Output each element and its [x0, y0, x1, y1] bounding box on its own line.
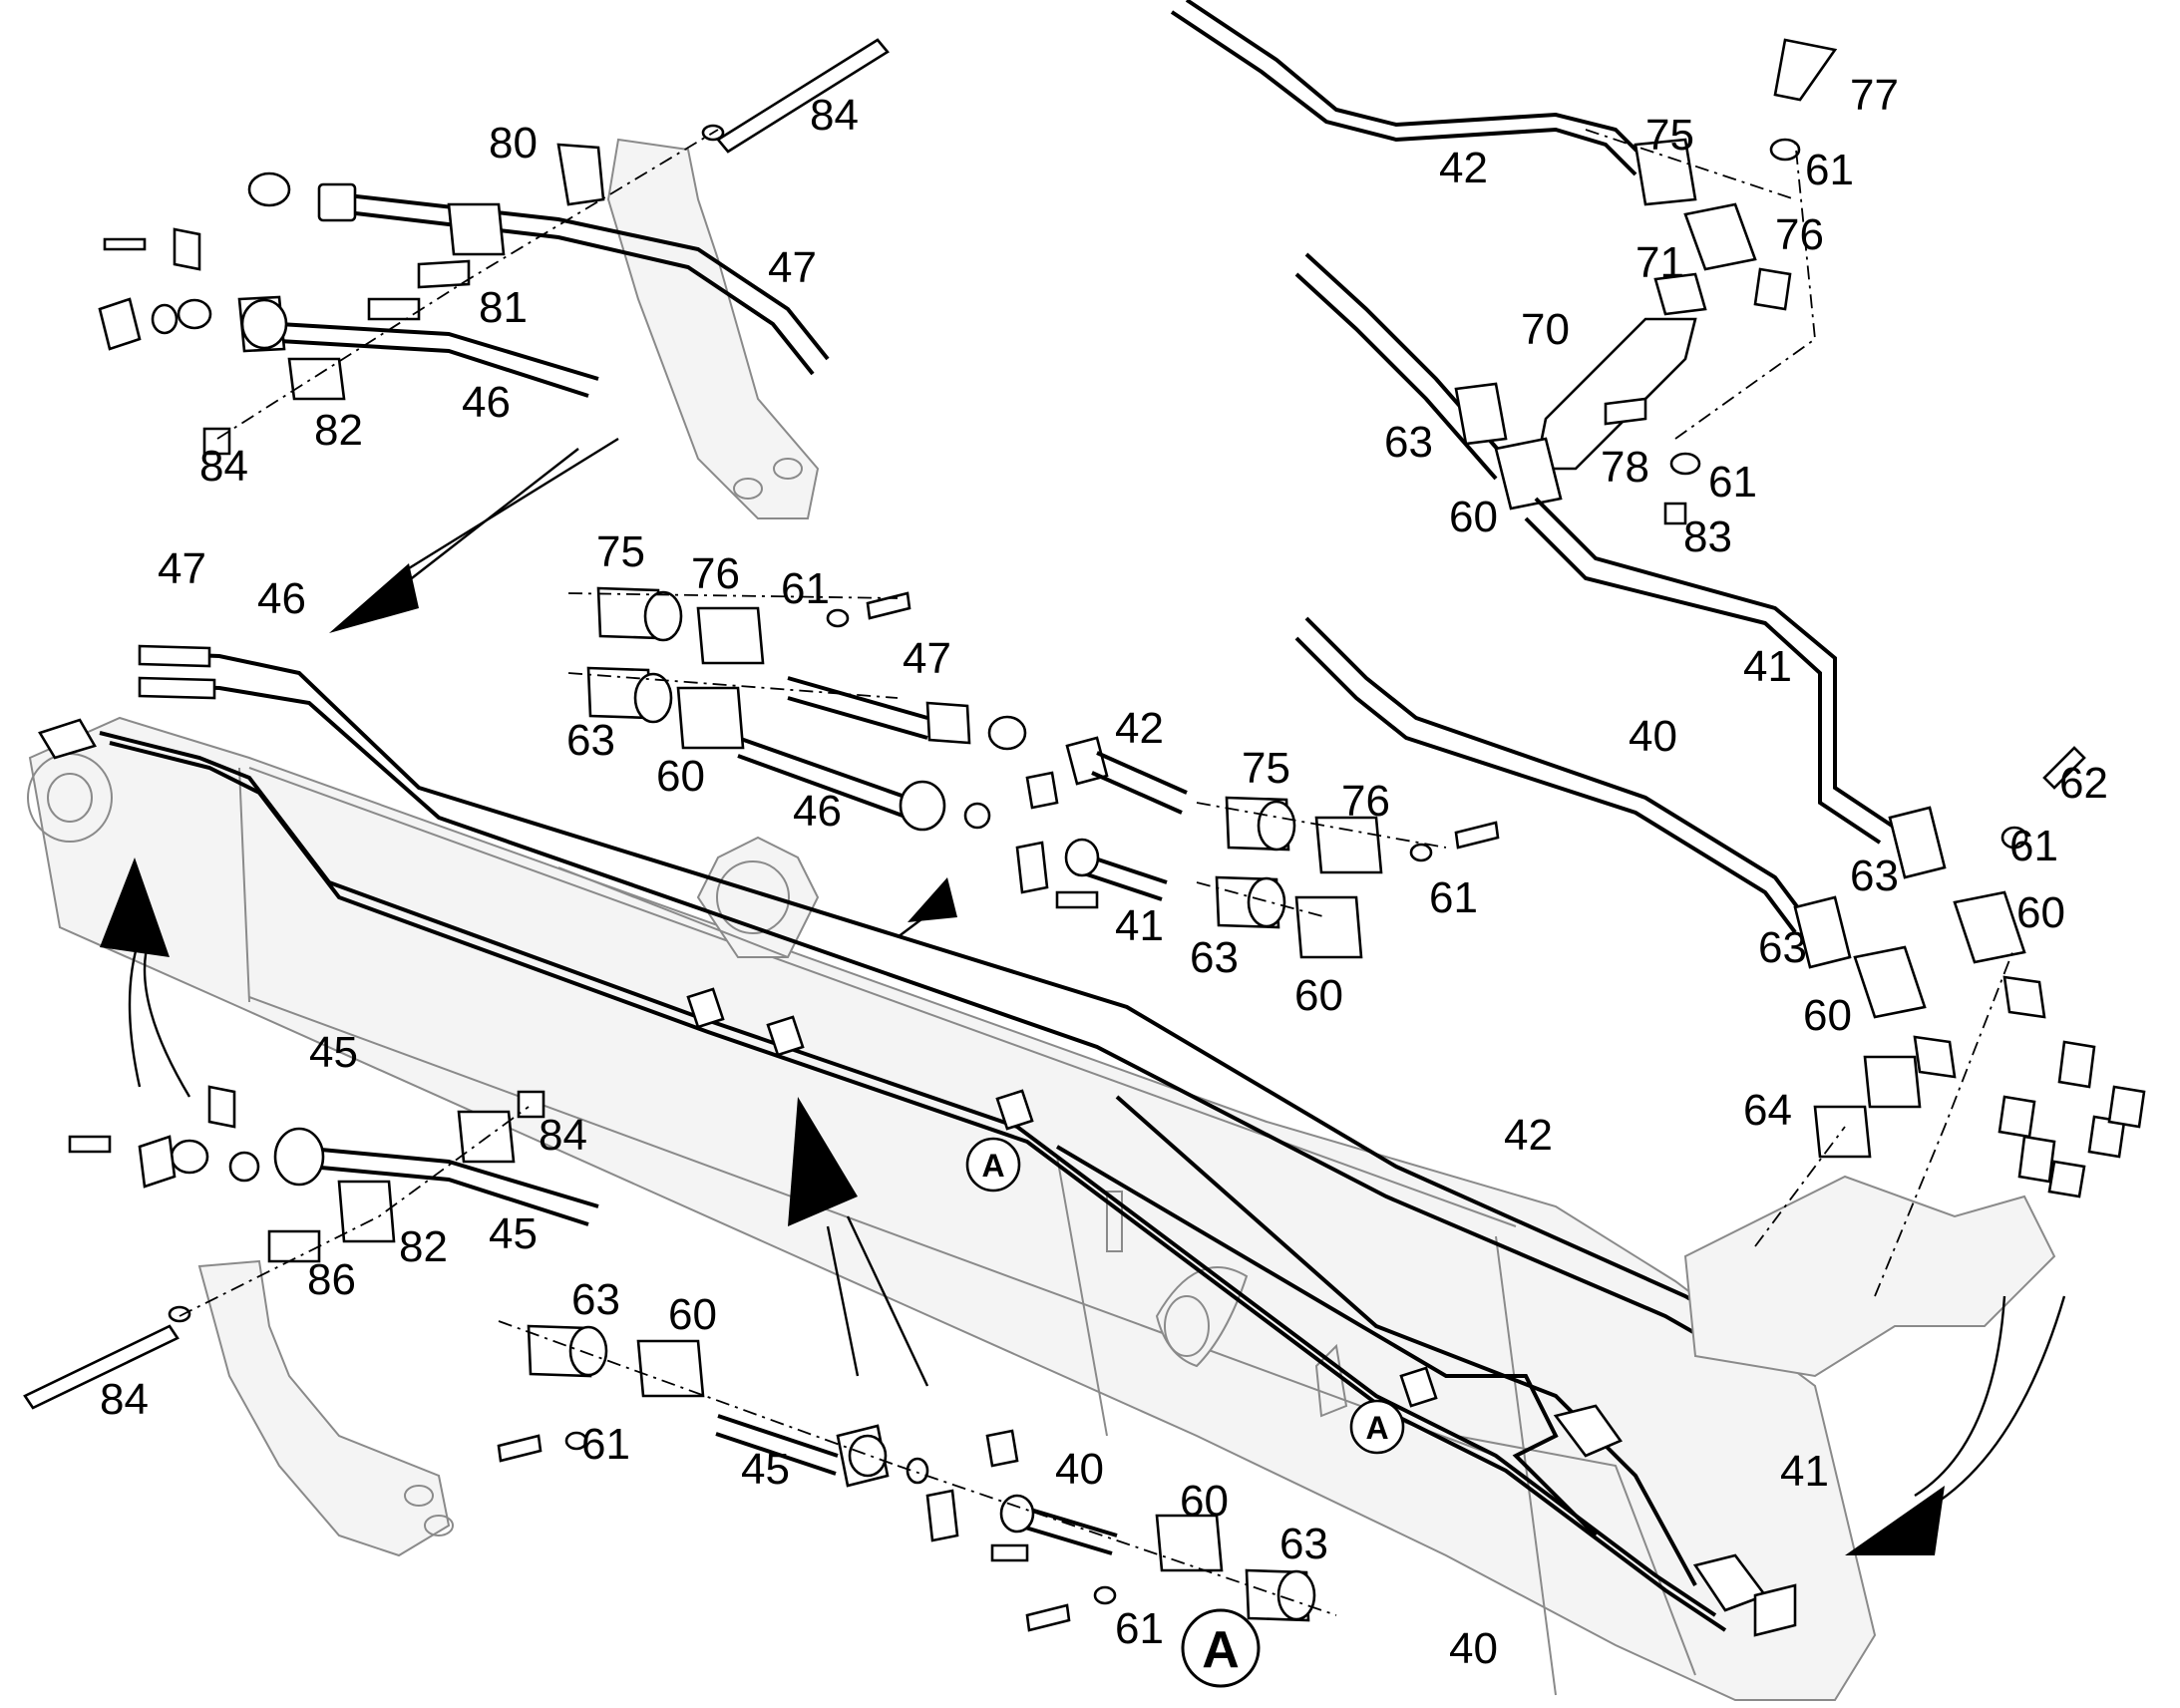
callout-40: 40: [1449, 1624, 1498, 1673]
callout-76: 76: [1341, 777, 1390, 826]
callout-45: 45: [741, 1445, 790, 1494]
callout-41: 41: [1743, 642, 1792, 691]
callout-61: 61: [781, 564, 830, 613]
boom-hydraulic-lines: [38, 644, 1797, 1637]
part-callouts: 84 80 47 81 84 82 46 47 46 75 76 61 47 6…: [100, 71, 2108, 1673]
callout-45: 45: [309, 1028, 358, 1077]
callout-81: 81: [479, 283, 528, 332]
arrow-head-2: [100, 857, 170, 957]
callout-61: 61: [581, 1420, 630, 1469]
callout-61: 61: [1708, 458, 1757, 507]
detail-top-left: [98, 38, 890, 519]
callout-64: 64: [1743, 1086, 1792, 1135]
callout-84: 84: [100, 1375, 149, 1424]
callout-40: 40: [1629, 712, 1677, 761]
callout-63: 63: [1190, 933, 1239, 982]
callout-84: 84: [810, 91, 859, 140]
callout-40: 40: [1055, 1445, 1104, 1494]
line-46-boom: [139, 684, 1736, 1358]
callout-41: 41: [1115, 901, 1164, 950]
callout-60: 60: [668, 1290, 717, 1339]
callout-60: 60: [1294, 971, 1343, 1020]
ref-a-2: A: [1365, 1410, 1388, 1446]
callout-62: 62: [2059, 759, 2108, 808]
callout-75: 75: [1645, 111, 1694, 160]
arrow-head-1: [329, 563, 419, 633]
callout-61: 61: [1805, 146, 1854, 194]
callout-82: 82: [314, 406, 363, 455]
callout-47: 47: [768, 243, 817, 292]
callout-75: 75: [1242, 744, 1290, 793]
callout-61: 61: [1115, 1604, 1164, 1653]
callout-42: 42: [1504, 1111, 1553, 1160]
arrow-head-4: [1845, 1486, 1945, 1555]
ref-a-1: A: [981, 1148, 1004, 1184]
callout-63: 63: [566, 716, 615, 765]
callout-63: 63: [1758, 923, 1807, 972]
callout-60: 60: [1803, 991, 1852, 1040]
callout-76: 76: [691, 549, 740, 598]
reference-markers: A A A: [965, 1137, 1405, 1688]
callout-60: 60: [1449, 493, 1498, 541]
callout-42: 42: [1115, 704, 1164, 753]
callout-71: 71: [1635, 238, 1684, 287]
detail-right: [1170, 0, 2146, 1378]
callout-84: 84: [199, 442, 248, 491]
callout-84: 84: [539, 1111, 587, 1160]
detail-bottom-centre: [497, 1320, 1337, 1632]
callout-76: 76: [1775, 210, 1824, 259]
callout-78: 78: [1601, 443, 1649, 492]
callout-46: 46: [793, 787, 842, 836]
line-47-boom: [139, 651, 1756, 1338]
line-41-boom: [1115, 1095, 1697, 1586]
line-40-boom: [109, 741, 1727, 1632]
callout-61: 61: [1429, 873, 1478, 922]
callout-42: 42: [1439, 144, 1488, 192]
direction-arrows: [100, 437, 2066, 1555]
detail-centre: [567, 586, 1500, 959]
callout-45: 45: [489, 1209, 538, 1258]
pipe-46-top: [278, 322, 599, 381]
callout-75: 75: [596, 527, 645, 576]
callout-63: 63: [571, 1275, 620, 1324]
callout-60: 60: [2016, 888, 2065, 937]
callout-83: 83: [1683, 512, 1732, 561]
callout-63: 63: [1384, 418, 1433, 467]
callout-46: 46: [462, 378, 511, 427]
callout-47: 47: [903, 634, 951, 683]
callout-86: 86: [307, 1255, 356, 1304]
callout-63: 63: [1850, 852, 1899, 900]
callout-46: 46: [257, 574, 306, 623]
boom-body: [27, 716, 1877, 1701]
arrow-head-5: [908, 877, 957, 922]
callout-70: 70: [1521, 305, 1570, 354]
detail-bottom-left: [23, 1085, 599, 1557]
callout-61: 61: [2009, 822, 2058, 870]
arrow-head-3: [788, 1097, 858, 1226]
callout-47: 47: [158, 544, 206, 593]
line-42-boom: [1055, 1145, 1598, 1537]
ref-a-3: A: [1202, 1621, 1240, 1679]
callout-82: 82: [399, 1222, 448, 1271]
callout-60: 60: [656, 752, 705, 801]
callout-60: 60: [1180, 1477, 1229, 1526]
callout-80: 80: [489, 119, 538, 168]
callout-63: 63: [1279, 1520, 1328, 1568]
callout-41: 41: [1780, 1447, 1829, 1496]
callout-77: 77: [1850, 71, 1899, 120]
